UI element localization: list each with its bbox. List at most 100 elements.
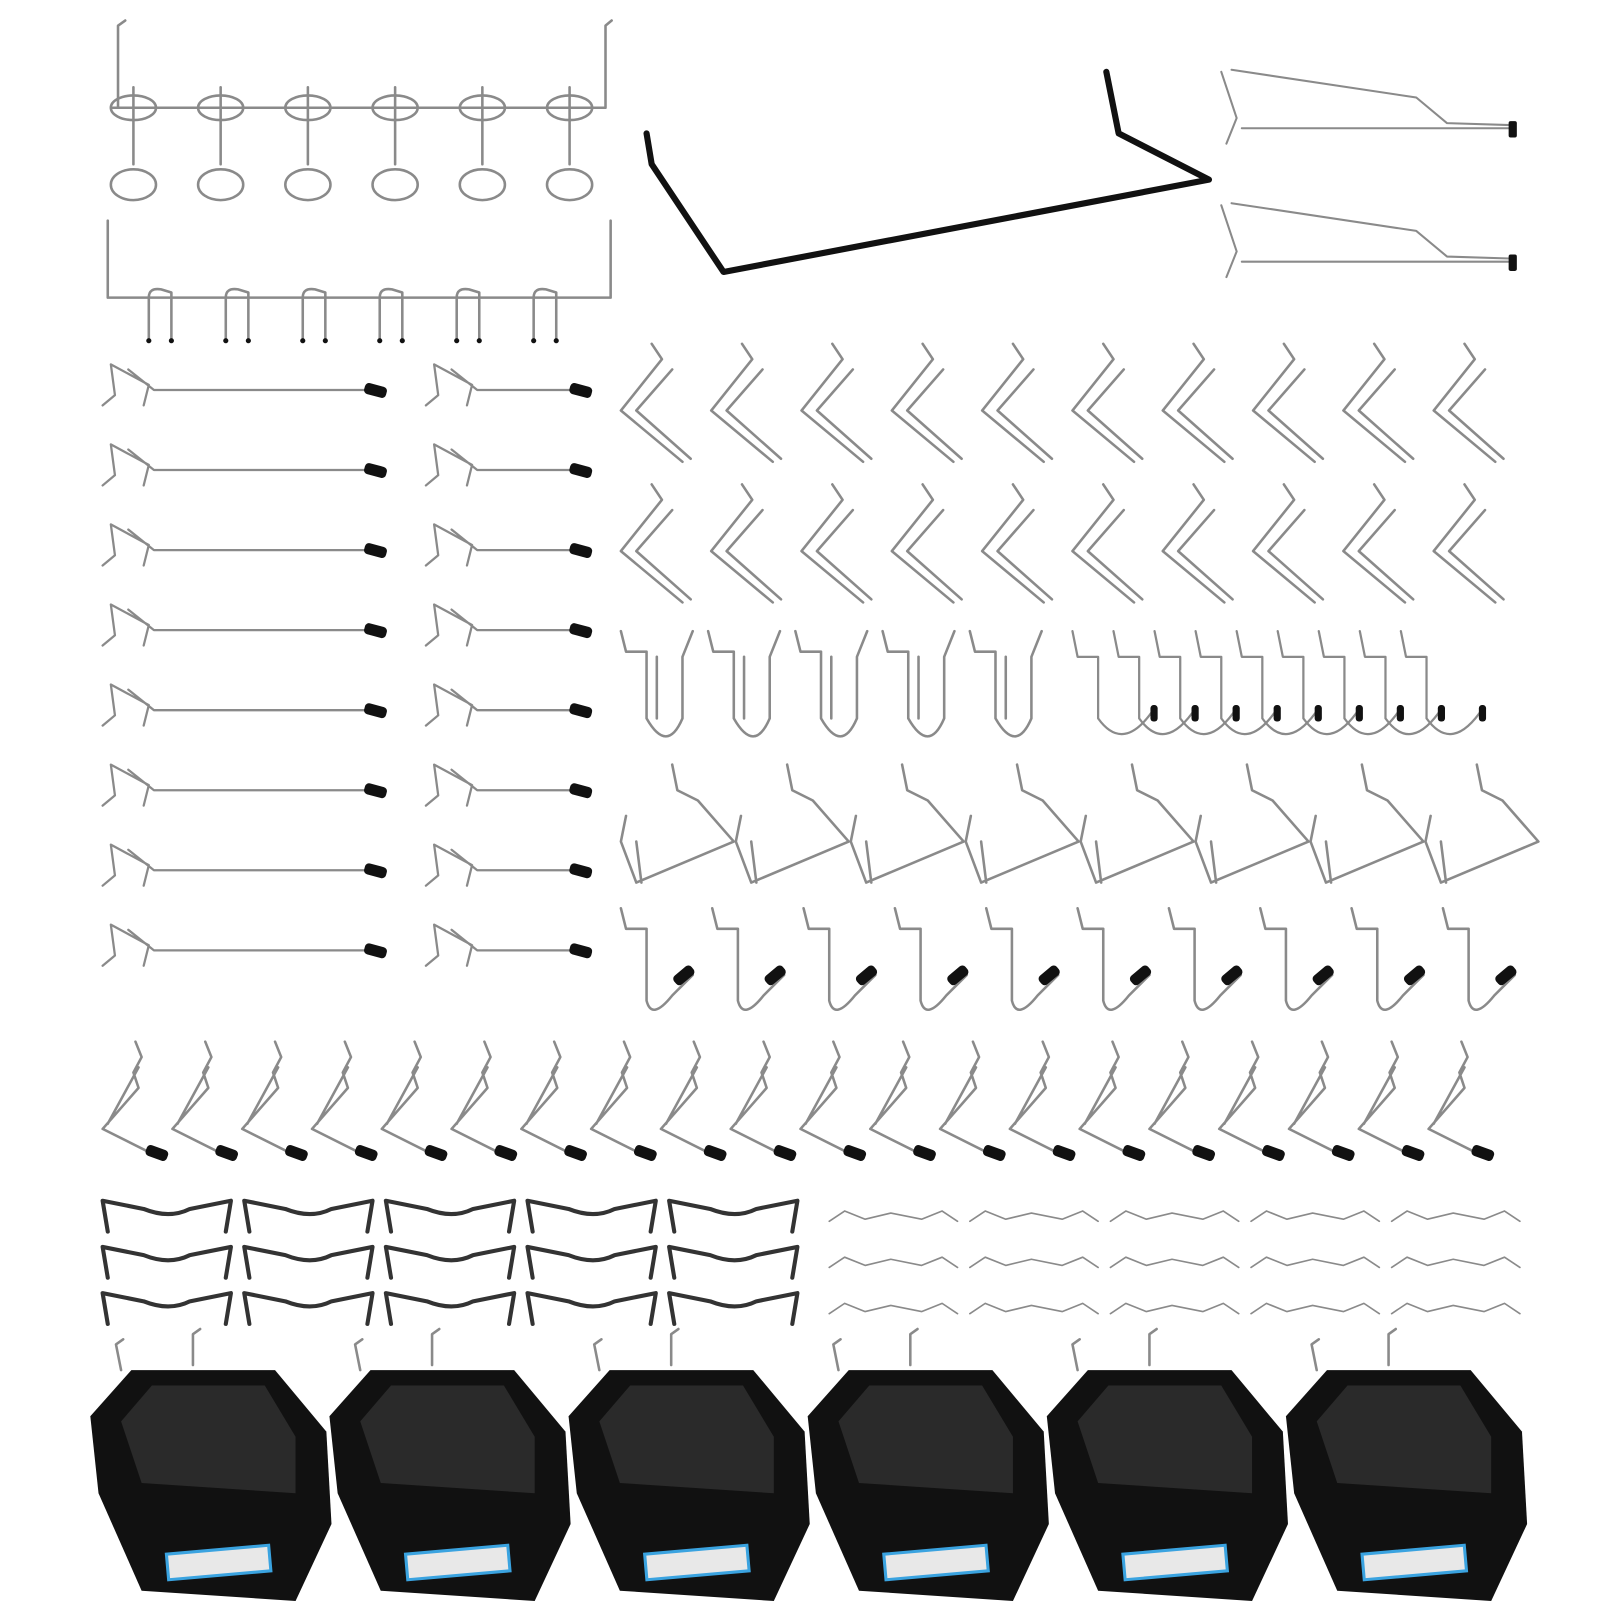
lock-clip bbox=[667, 1198, 800, 1234]
hook-tip bbox=[764, 965, 786, 986]
hook-tip bbox=[633, 1144, 657, 1162]
l-hook bbox=[1432, 483, 1505, 604]
storage-bin bbox=[90, 1327, 332, 1601]
lock-clip bbox=[667, 1291, 800, 1326]
s-hook bbox=[520, 1040, 574, 1156]
storage-bin bbox=[1046, 1327, 1288, 1601]
zigzag-clip bbox=[1390, 1210, 1521, 1223]
hook-tip bbox=[947, 965, 969, 986]
s-hooks bbox=[101, 1040, 1495, 1162]
l-hook bbox=[890, 342, 963, 464]
hook-tip bbox=[364, 703, 387, 719]
peg-hook bbox=[424, 523, 593, 567]
curved-hook bbox=[1071, 630, 1156, 736]
s-hook bbox=[1427, 1040, 1482, 1156]
curved-hook bbox=[1112, 630, 1197, 736]
hook-tip bbox=[569, 383, 593, 398]
hook-tip bbox=[1508, 121, 1517, 138]
bin-interior bbox=[599, 1385, 774, 1494]
hook-tip bbox=[773, 1144, 797, 1162]
l-hook bbox=[1161, 342, 1234, 464]
s-hook bbox=[799, 1040, 854, 1156]
zigzag-clip bbox=[969, 1256, 1099, 1269]
bin-hook bbox=[114, 1327, 202, 1372]
peg-hook bbox=[424, 443, 593, 487]
s-hook bbox=[380, 1040, 435, 1156]
hook-tip bbox=[1262, 1144, 1285, 1162]
ring-loop bbox=[545, 168, 594, 202]
hook-tip bbox=[146, 338, 152, 344]
s-hook bbox=[1008, 1040, 1063, 1156]
ring-loop bbox=[196, 168, 245, 202]
l-hook bbox=[980, 342, 1054, 464]
hook-tip bbox=[1221, 965, 1243, 986]
u-hook bbox=[224, 287, 250, 340]
u-hook bbox=[147, 287, 173, 340]
l-hook bbox=[890, 483, 963, 604]
lock-clips bbox=[100, 1198, 800, 1326]
bin-interior bbox=[838, 1385, 1013, 1494]
l-hook bbox=[1342, 342, 1415, 464]
l-hook bbox=[619, 483, 692, 604]
lock-clip bbox=[100, 1291, 233, 1326]
zigzag-clip bbox=[828, 1210, 959, 1223]
ring-loop bbox=[284, 168, 332, 202]
hook-tip bbox=[1403, 965, 1426, 986]
storage-bin bbox=[329, 1327, 571, 1601]
hook-tip bbox=[377, 338, 383, 344]
j-hook bbox=[1167, 906, 1243, 1011]
s-hook bbox=[1217, 1040, 1272, 1156]
l-hooks-grid bbox=[619, 342, 1505, 604]
peg-hook bbox=[424, 763, 593, 807]
triangle-hook bbox=[1309, 763, 1425, 884]
l-hook bbox=[619, 342, 692, 464]
bar bbox=[643, 68, 1213, 276]
hook-tip bbox=[1191, 705, 1199, 722]
curved-hook bbox=[1317, 630, 1403, 736]
hook-tip bbox=[553, 338, 559, 344]
s-hook bbox=[1078, 1040, 1133, 1156]
hook-tip bbox=[1038, 965, 1060, 986]
long-hook bbox=[1220, 68, 1515, 145]
l-hook bbox=[1161, 483, 1234, 604]
hook-tip bbox=[1401, 1144, 1425, 1162]
s-hook bbox=[450, 1040, 505, 1156]
hook-tip bbox=[454, 338, 460, 344]
storage-bins bbox=[90, 1327, 1528, 1601]
hook-tip bbox=[703, 1144, 727, 1162]
curved-hook bbox=[1153, 630, 1238, 736]
j-hook bbox=[802, 906, 877, 1011]
j-hook bbox=[893, 906, 969, 1011]
hook-tip bbox=[1052, 1144, 1076, 1162]
triangle-hook bbox=[1194, 763, 1310, 884]
hook-tip bbox=[215, 1144, 239, 1162]
bin-hook bbox=[592, 1327, 680, 1372]
zigzag-clip bbox=[828, 1256, 959, 1269]
u-hook bbox=[455, 287, 481, 340]
l-hook bbox=[1071, 483, 1144, 604]
peg-hook bbox=[101, 443, 387, 487]
bin-label-holder bbox=[1360, 1543, 1469, 1582]
hook-tip bbox=[364, 543, 387, 559]
zigzag-clip bbox=[969, 1302, 1099, 1315]
long-hooks-top bbox=[1220, 68, 1517, 279]
zigzag-clip bbox=[828, 1302, 959, 1315]
hook-tip bbox=[145, 1144, 169, 1162]
s-hook bbox=[1287, 1040, 1342, 1156]
hook-tip bbox=[1122, 1144, 1146, 1162]
ring-rack bbox=[109, 19, 613, 202]
zigzag-clip bbox=[1250, 1302, 1381, 1315]
long-hooks-column bbox=[101, 363, 387, 967]
triangle-hook bbox=[1424, 763, 1540, 884]
triangle-hook bbox=[619, 763, 736, 884]
curved-hooks bbox=[1071, 630, 1487, 736]
u-hook bbox=[378, 287, 404, 340]
j-hook bbox=[1076, 906, 1151, 1011]
j-hook bbox=[619, 629, 695, 738]
u-hook bbox=[301, 287, 327, 340]
hook-tip bbox=[424, 1144, 448, 1162]
lock-clip bbox=[242, 1291, 375, 1326]
hook-tip bbox=[364, 943, 387, 959]
